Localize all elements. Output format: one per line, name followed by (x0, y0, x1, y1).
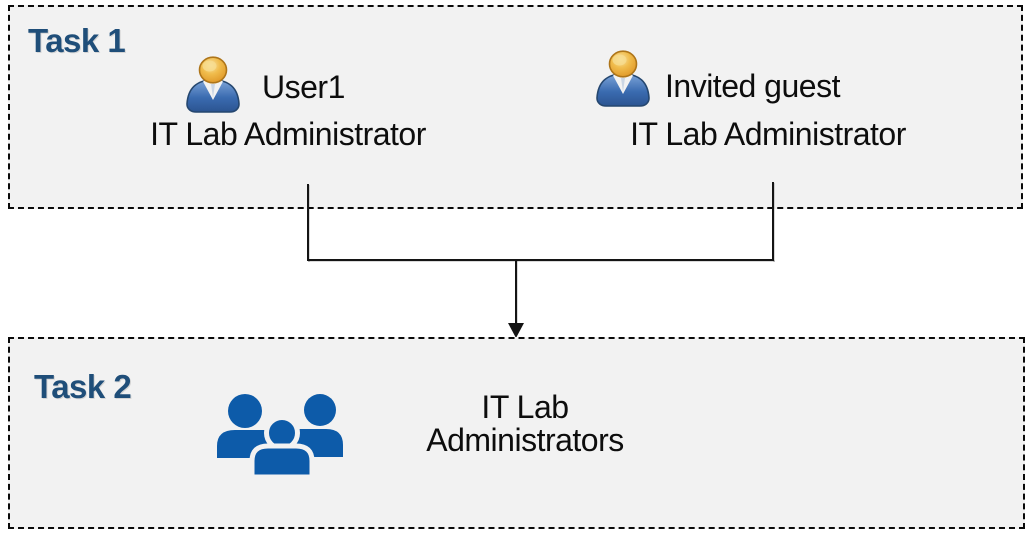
task2-group-label-line2: Administrators (426, 422, 624, 458)
task2-title: Task 2 (34, 368, 132, 405)
connector-arrow-line (515, 259, 517, 325)
persona-role-invited-guest: IT Lab Administrator (630, 116, 906, 152)
user-icon (183, 56, 243, 113)
task1-box (8, 5, 1023, 209)
task1-title: Task 1 (28, 22, 126, 59)
persona-name-user1: User1 (262, 69, 345, 105)
task2-group-label: IT Lab Administrators (375, 391, 675, 457)
group-people-icon (215, 393, 345, 480)
connector-merge-line (307, 259, 774, 261)
task2-box (8, 337, 1025, 529)
user-icon (593, 50, 653, 107)
persona-role-user1: IT Lab Administrator (150, 116, 426, 152)
connector-right-line (772, 182, 774, 261)
persona-name-invited-guest: Invited guest (665, 68, 840, 104)
connector-left-line (307, 184, 309, 261)
task2-group-label-line1: IT Lab (481, 389, 569, 425)
arrow-down-icon (508, 323, 524, 338)
